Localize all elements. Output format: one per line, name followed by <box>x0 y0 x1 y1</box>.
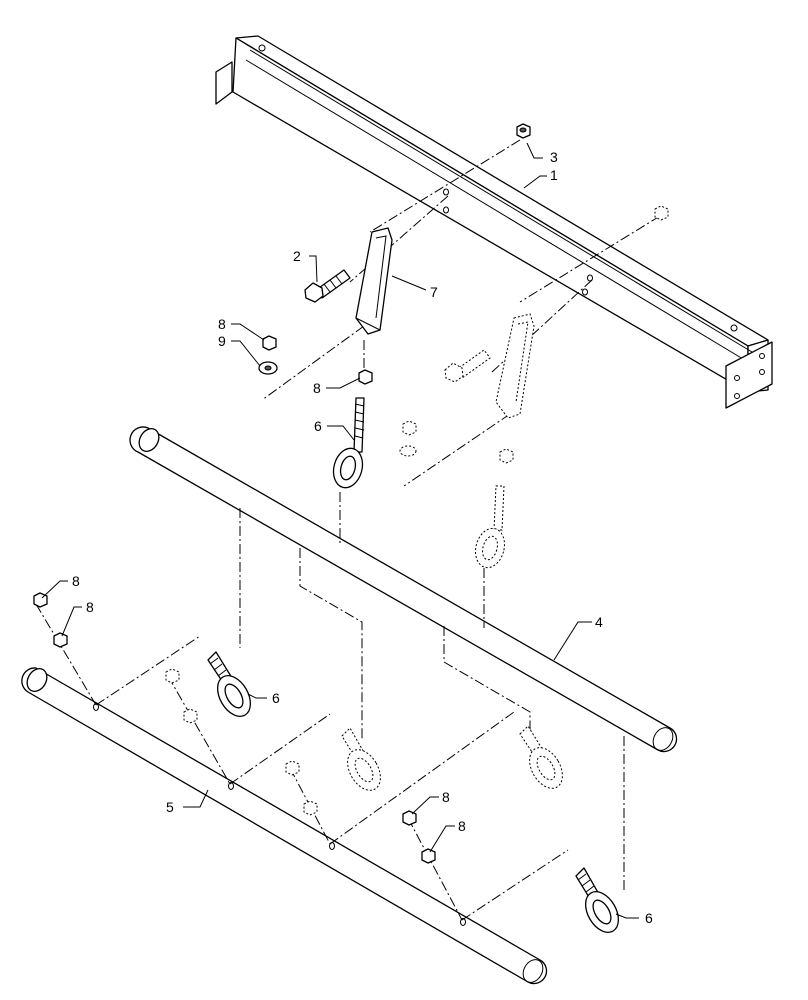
hanger-strap-part-7-ghost <box>495 313 535 419</box>
washer-part-9 <box>258 361 278 375</box>
eye-bolt-part-6-upper-ghost <box>475 485 505 569</box>
callout-1: 1 <box>550 167 558 183</box>
callout-8d: 8 <box>86 599 94 615</box>
hex-bolt-part-2-ghost <box>444 349 491 383</box>
callout-6b: 6 <box>272 690 280 706</box>
upper-round-bar-part-4 <box>129 426 678 753</box>
callout-8f: 8 <box>458 818 466 834</box>
nut-part-8 <box>262 335 277 351</box>
callout-4: 4 <box>595 614 603 630</box>
eye-bolt-part-6-middle <box>207 651 252 717</box>
callout-8b: 8 <box>313 380 321 396</box>
callout-7: 7 <box>430 284 438 300</box>
nut-part-8-lower-left <box>33 592 68 648</box>
nut-part-8-ghost-left <box>399 420 417 457</box>
callout-8e: 8 <box>442 789 450 805</box>
callout-9: 9 <box>218 333 226 349</box>
hanger-strap-part-7 <box>355 227 393 335</box>
callout-2: 2 <box>293 248 301 264</box>
nut-part-3-ghost <box>654 205 669 221</box>
nut-part-8-lower-ghosts <box>165 668 318 816</box>
eye-bolt-part-6-lower <box>575 867 620 933</box>
eye-bolt-part-6-ghost-a <box>341 727 381 791</box>
callout-labels: 3 1 2 7 8 9 8 6 4 8 8 6 5 8 8 6 <box>72 149 653 926</box>
lower-round-bar-part-5 <box>21 667 548 985</box>
callout-leaders <box>41 142 639 919</box>
assembly-center-lines <box>35 139 661 921</box>
cross-beam-part-1 <box>215 35 773 409</box>
nut-part-8-mid <box>358 369 373 385</box>
eye-bolt-part-6-ghost-b <box>519 725 563 789</box>
nut-part-8-lower-right <box>402 810 436 864</box>
nut-part-8-mid-ghost <box>499 448 514 464</box>
nut-part-3 <box>516 123 531 139</box>
callout-6a: 6 <box>314 418 322 434</box>
hex-bolt-part-2 <box>304 269 351 303</box>
callout-6c: 6 <box>645 910 653 926</box>
callout-5: 5 <box>166 799 174 815</box>
callout-8c: 8 <box>72 573 80 589</box>
callout-8a: 8 <box>218 316 226 332</box>
eye-bolt-part-6-upper <box>332 397 365 489</box>
callout-3: 3 <box>550 149 558 165</box>
